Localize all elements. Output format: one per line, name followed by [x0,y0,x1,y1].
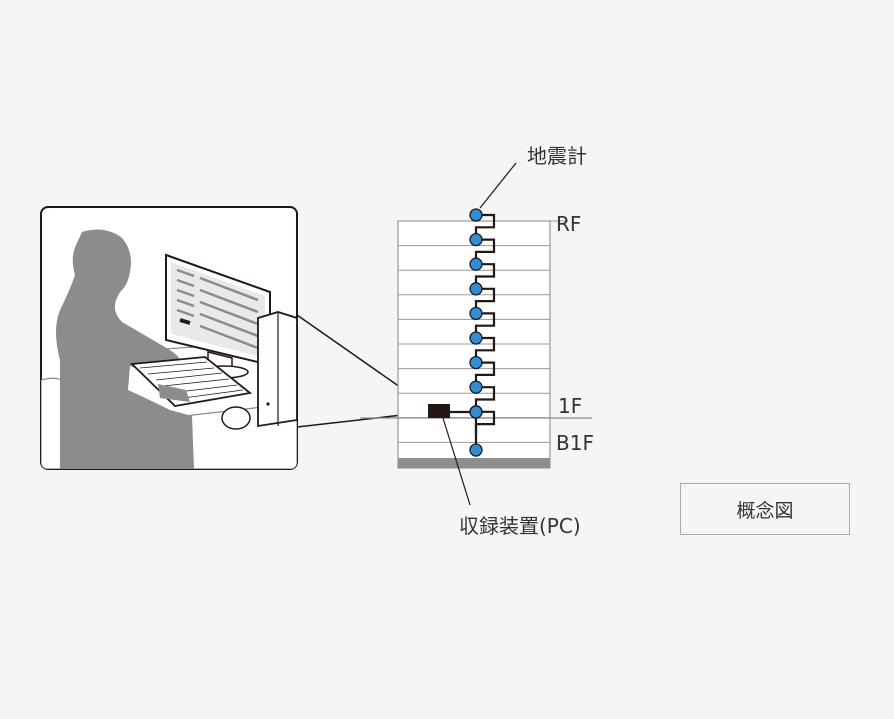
recorder-leader-line [442,417,471,506]
first-floor-label: 1F [558,394,582,418]
recorder-label: 収録装置(PC) [459,514,581,538]
building-section [360,162,592,506]
caption-text: 概念図 [736,499,794,522]
seismometer-dot-icon [469,355,483,370]
caption-box: 概念図 [680,483,850,535]
sensor-cable [474,213,496,437]
person-at-computer-illustration [40,206,421,470]
person-silhouette-icon [56,229,194,469]
recorder-box [428,404,450,418]
pc-tower-icon [257,311,297,428]
seismometer-dot-icon [469,282,483,296]
seismometer-dot-icon [469,380,483,394]
seismometer-leader-line [479,162,517,209]
seismometer-dot-icon [469,405,483,419]
seismometer-dot-icon [469,443,483,457]
seismometer-dot-icon [469,257,483,271]
foundation-slab [398,458,550,468]
seismometer-group [469,208,483,457]
seismometer-dot-icon [469,232,483,247]
seismometer-dot-icon [469,331,483,345]
roof-floor-label: RF [556,212,581,236]
seismometer-label: 地震計 [527,144,587,168]
basement-floor-label: B1F [556,431,594,455]
mouse-icon [221,406,251,430]
seismometer-dot-icon [469,208,483,222]
seismometer-dot-icon [469,306,483,321]
